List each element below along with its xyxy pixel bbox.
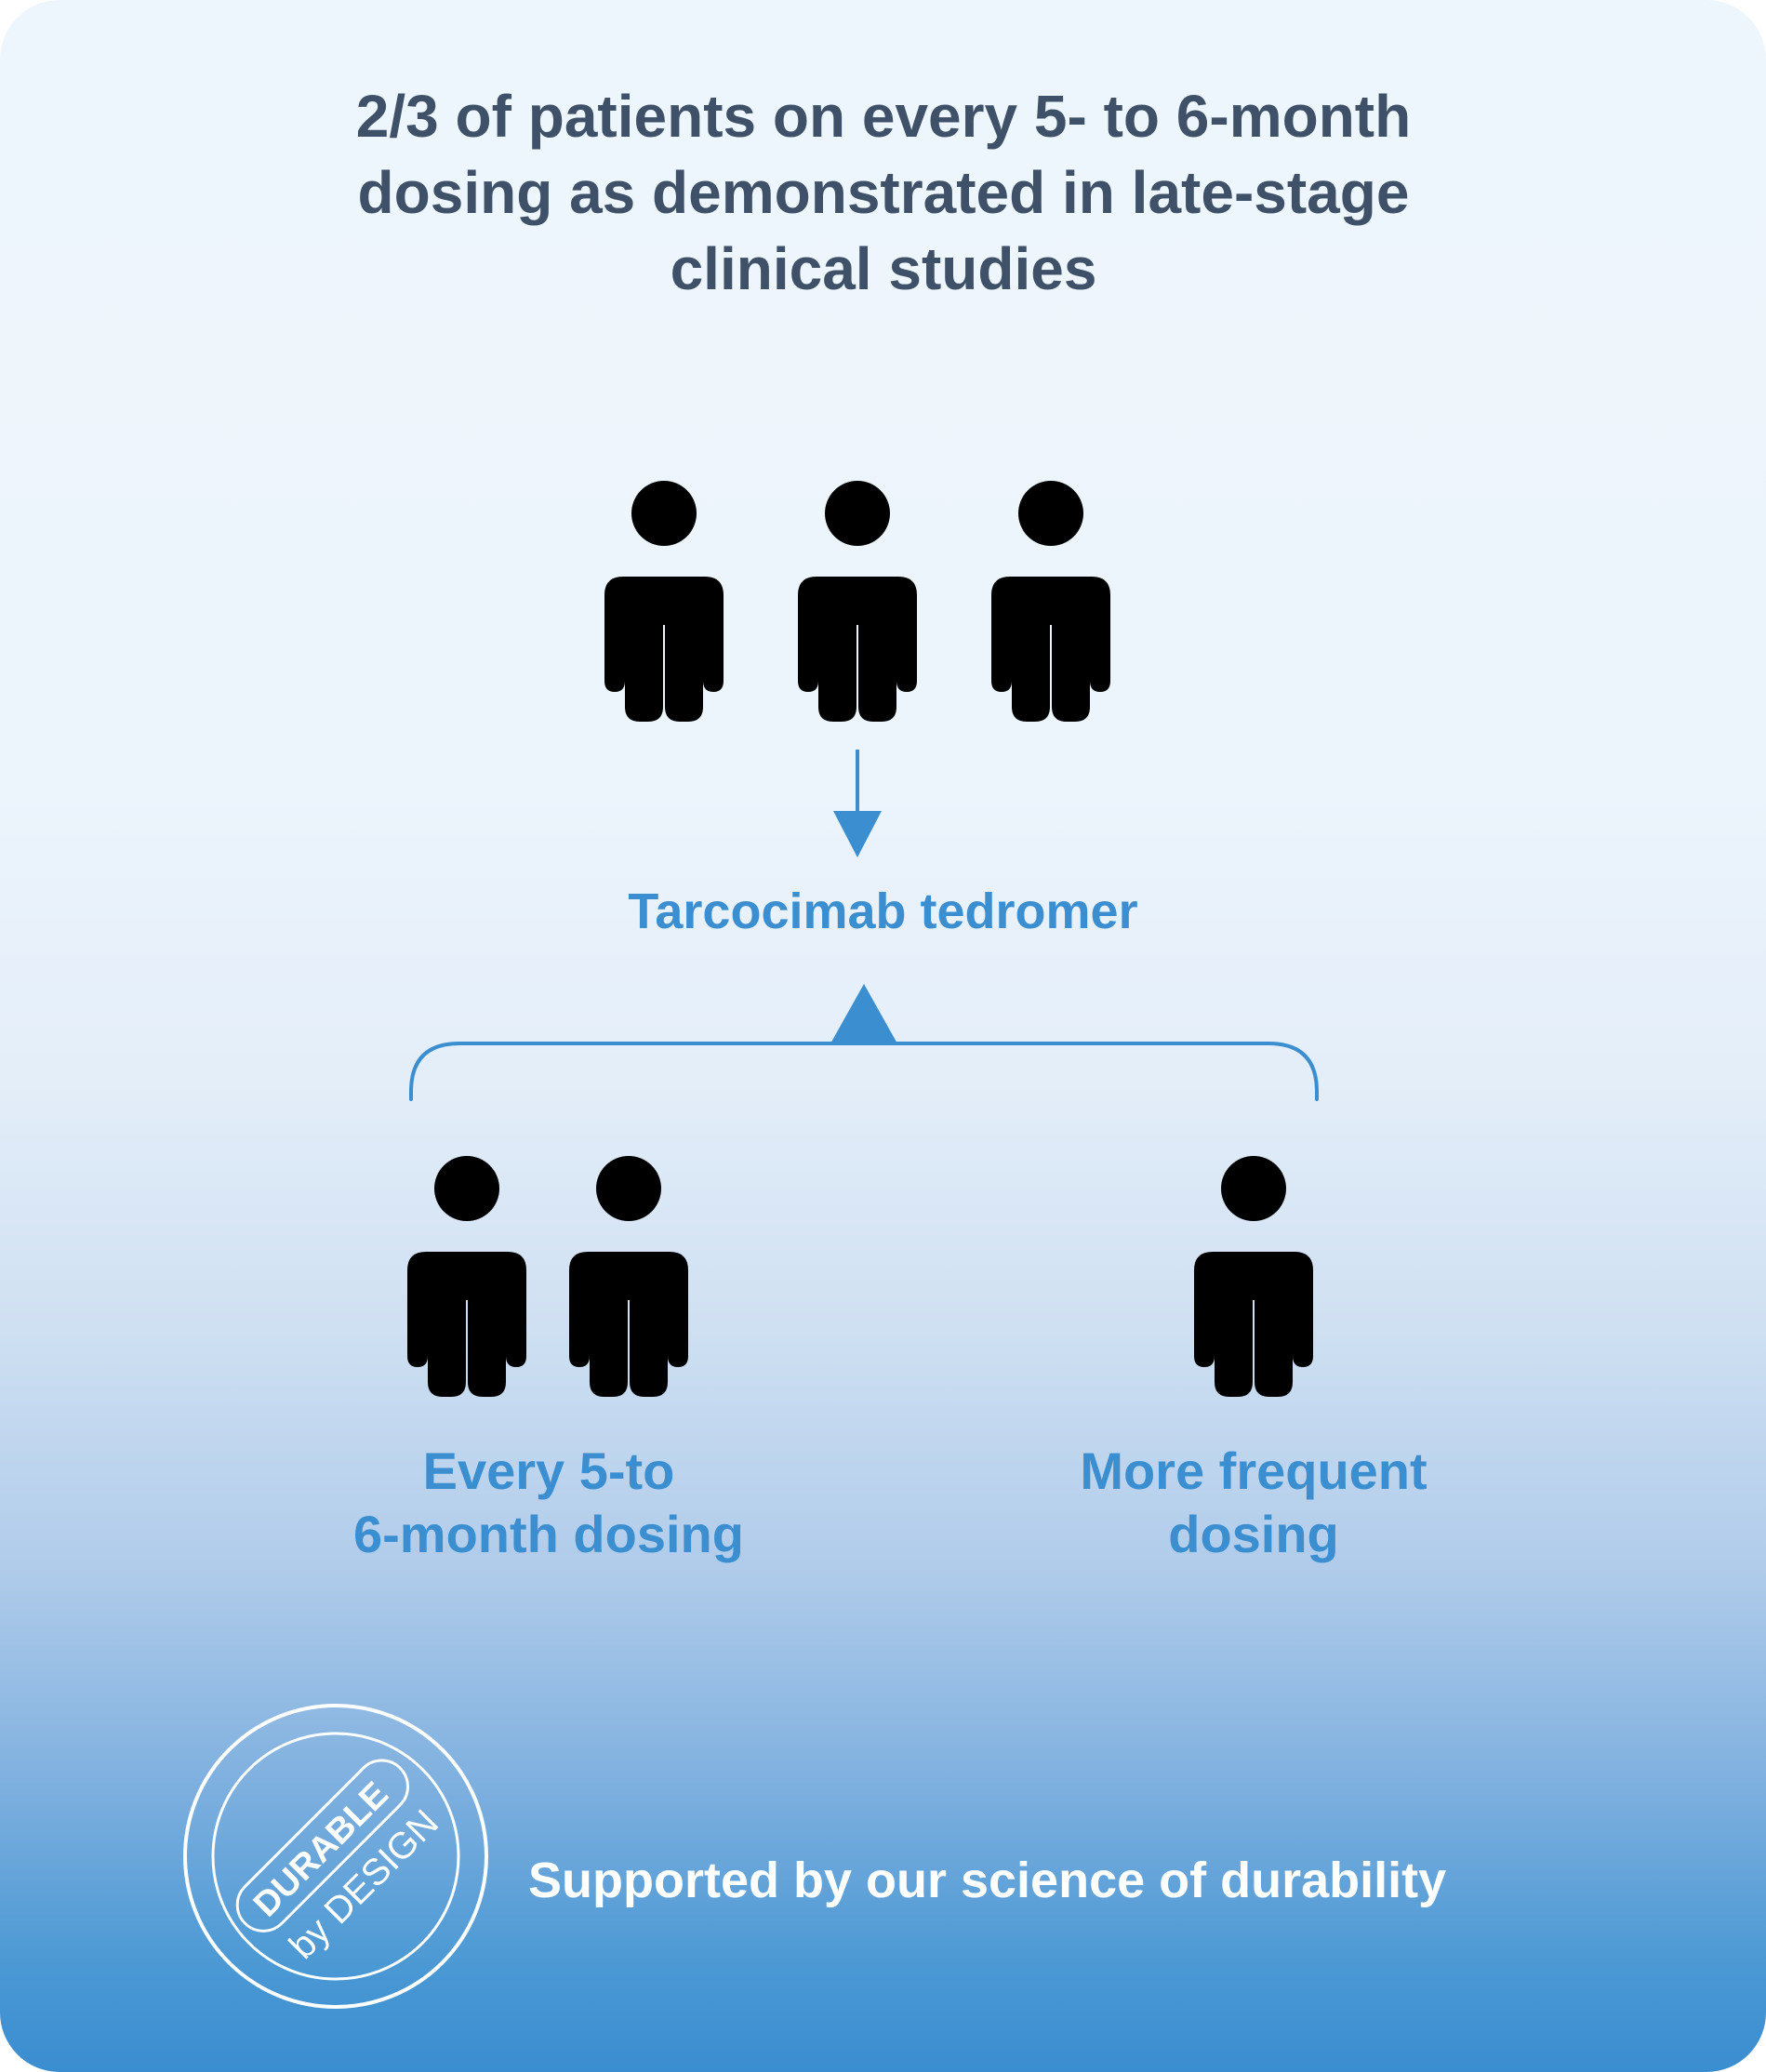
title-line-1: 2/3 of patients on every 5- to 6-month: [355, 83, 1412, 150]
person-icon: [604, 481, 724, 722]
tagline: Supported by our science of durability: [528, 1853, 1447, 1908]
group-label-line: Every 5-to: [422, 1441, 675, 1500]
arrow-down-icon: [833, 750, 882, 857]
bracket-icon: [409, 984, 1319, 1101]
group-label-extended: Every 5-to 6-month dosing: [223, 1440, 874, 1566]
durable-by-design-badge: DURABLE by DESIGN: [183, 1704, 488, 2009]
person-icon: [991, 481, 1110, 722]
top-patient-group: [604, 481, 1110, 722]
person-icon: [798, 481, 917, 722]
person-icon: [1194, 1156, 1313, 1397]
left-patient-group: [407, 1156, 688, 1397]
group-label-line: 6-month dosing: [353, 1505, 744, 1563]
drug-name-label: Tarcocimab tedromer: [628, 883, 1138, 939]
right-patient-group: [1194, 1156, 1313, 1397]
group-label-frequent: More frequent dosing: [928, 1440, 1579, 1566]
group-label-line: More frequent: [1080, 1441, 1427, 1500]
title-line-3: clinical studies: [670, 235, 1097, 302]
group-label-line: dosing: [1168, 1505, 1339, 1563]
title-line-2: dosing as demonstrated in late-stage: [357, 159, 1410, 226]
person-icon: [407, 1156, 526, 1397]
person-icon: [569, 1156, 688, 1397]
page-title: 2/3 of patients on every 5- to 6-month d…: [186, 78, 1581, 307]
